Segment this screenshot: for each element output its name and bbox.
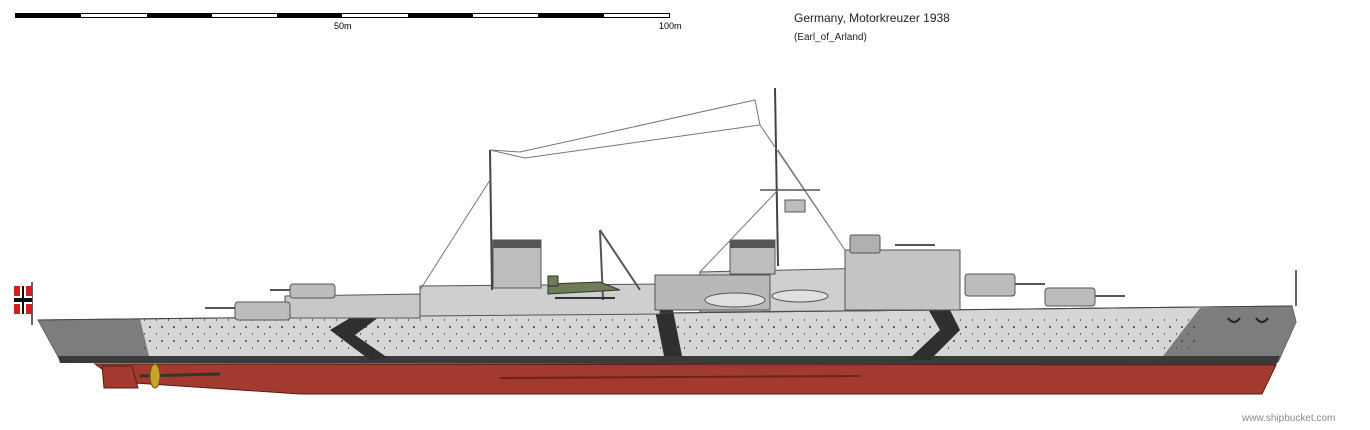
forward-turret-b bbox=[964, 273, 1045, 297]
scale-segment bbox=[16, 14, 82, 17]
mid-superstructure bbox=[419, 283, 661, 317]
boot-topping bbox=[58, 356, 1280, 365]
scale-segment bbox=[407, 14, 474, 17]
scale-segment bbox=[146, 14, 212, 17]
watermark: www.shipbucket.com bbox=[1242, 413, 1336, 424]
aft-turret-y bbox=[205, 301, 291, 321]
fore-funnel-cap bbox=[730, 240, 775, 248]
drawing-title: Germany, Motorkreuzer 1938 bbox=[794, 11, 950, 25]
main-mast bbox=[489, 149, 493, 291]
scale-label-50m: 50m bbox=[334, 21, 352, 31]
drawing-author: (Earl_of_Arland) bbox=[794, 32, 867, 43]
bilge-keel bbox=[499, 375, 861, 379]
anchor-icon bbox=[1227, 317, 1269, 323]
director-tower bbox=[849, 234, 881, 254]
ensign-flag bbox=[14, 282, 33, 325]
forward-turret-a bbox=[1044, 287, 1125, 307]
aft-funnel-cap bbox=[493, 240, 541, 248]
aft-turret-x bbox=[270, 283, 336, 299]
ships-boat bbox=[704, 292, 766, 308]
rudder bbox=[101, 365, 139, 389]
scale-segment bbox=[538, 14, 604, 17]
propeller bbox=[139, 363, 221, 389]
aerial-wires bbox=[419, 99, 846, 291]
scale-bar bbox=[15, 13, 670, 18]
searchlight-platform bbox=[784, 199, 806, 213]
stern-grey-band bbox=[38, 319, 150, 360]
forward-bridge bbox=[844, 249, 961, 311]
scale-label-100m: 100m bbox=[659, 21, 682, 31]
fore-mast bbox=[774, 87, 779, 267]
hull-underwater bbox=[93, 363, 1277, 395]
scale-segment bbox=[277, 14, 343, 17]
seaplane bbox=[547, 275, 621, 299]
ships-boat bbox=[771, 289, 829, 303]
